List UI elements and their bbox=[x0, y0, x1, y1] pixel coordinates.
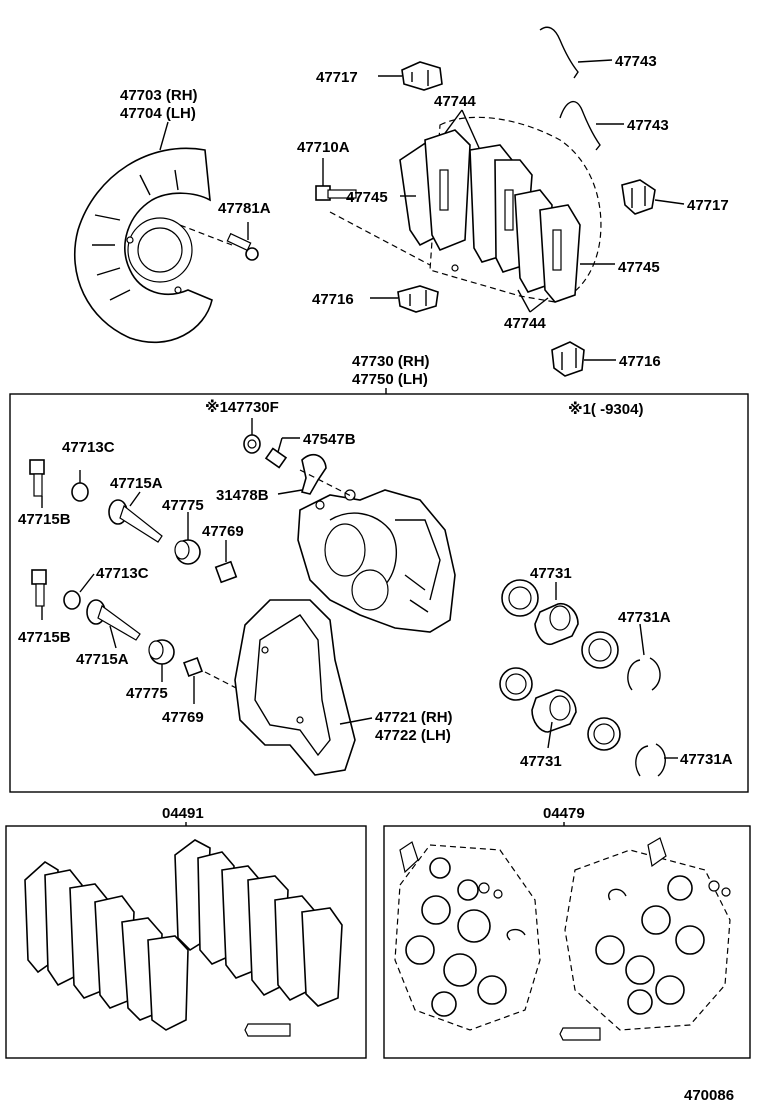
caliper-assembly-box bbox=[9, 393, 749, 793]
label-47731A-bottom: 47731A bbox=[680, 751, 733, 768]
leader-47721 bbox=[339, 717, 373, 725]
label-47703: 47703 (RH) bbox=[120, 87, 198, 104]
label-47769-top: 47769 bbox=[202, 523, 244, 540]
label-47717-right: 47717 bbox=[687, 197, 729, 214]
bolt-47781A bbox=[226, 232, 259, 261]
boot-47775-top bbox=[174, 539, 201, 565]
label-47731A-top: 47731A bbox=[618, 609, 671, 626]
label-47743-mid: 47743 bbox=[627, 117, 669, 134]
label-47750: 47750 (LH) bbox=[352, 371, 428, 388]
label-47710A: 47710A bbox=[297, 139, 350, 156]
bracket-31478B bbox=[301, 453, 327, 495]
label-47716-left: 47716 bbox=[312, 291, 354, 308]
seal-kit-04479 bbox=[394, 837, 731, 1041]
spring-47743-top bbox=[539, 26, 579, 79]
label-47730: 47730 (RH) bbox=[352, 353, 430, 370]
label-47721: 47721 (RH) bbox=[375, 709, 453, 726]
bolt-47710A bbox=[315, 185, 357, 201]
label-47731-top: 47731 bbox=[530, 565, 572, 582]
pad-kit-04491 bbox=[24, 839, 343, 1037]
label-47715B-bottom: 47715B bbox=[18, 629, 71, 646]
label-47744-top: 47744 bbox=[434, 93, 476, 110]
leader-47743-top bbox=[577, 59, 613, 63]
leader-47715A-bottom bbox=[109, 625, 117, 649]
kit-04479-box bbox=[383, 825, 751, 1059]
dust-shield bbox=[73, 147, 213, 344]
label-47731-bottom: 47731 bbox=[520, 753, 562, 770]
dash-bracket bbox=[299, 469, 356, 499]
washer-47713C-bottom bbox=[63, 590, 81, 610]
leader-47744-bottom-a bbox=[517, 289, 531, 313]
clip-47717-right bbox=[621, 179, 656, 215]
pad-marker bbox=[451, 264, 459, 272]
label-47715A-bottom: 47715A bbox=[76, 651, 129, 668]
clip-47717-top bbox=[401, 61, 443, 91]
label-47781A: 47781A bbox=[218, 200, 271, 217]
label-04479: 04479 bbox=[543, 805, 585, 822]
label-04491: 04491 bbox=[162, 805, 204, 822]
label-47547B: 47547B bbox=[303, 431, 356, 448]
cap-147730F bbox=[243, 434, 261, 454]
pad-area-outline bbox=[429, 116, 602, 303]
leader-47715A-top bbox=[129, 491, 141, 507]
caliper-mounting bbox=[234, 599, 356, 776]
boot-47775-bottom bbox=[148, 639, 175, 665]
label-47745-right: 47745 bbox=[618, 259, 660, 276]
label-47745-left: 47745 bbox=[346, 189, 388, 206]
leader-47717-right bbox=[654, 199, 685, 205]
leader-47731A-top bbox=[639, 623, 645, 656]
label-47713C-bottom: 47713C bbox=[96, 565, 149, 582]
washer-47713C-top bbox=[71, 482, 89, 502]
dash-bolt-caliper bbox=[329, 211, 431, 266]
bushing-47769-top bbox=[214, 560, 238, 584]
bolt-47715B-top bbox=[29, 459, 45, 497]
label-47722: 47722 (LH) bbox=[375, 727, 451, 744]
label-31478B: 31478B bbox=[216, 487, 269, 504]
figure-code: 470086 bbox=[684, 1087, 734, 1104]
piston-seals-bottom bbox=[499, 667, 666, 777]
label-47743-top: 47743 bbox=[615, 53, 657, 70]
leader-47547B-b bbox=[277, 437, 283, 453]
dash-pin-mount bbox=[204, 671, 241, 691]
leader-47713C-bottom bbox=[79, 573, 95, 593]
leader-47731-bottom bbox=[547, 721, 553, 749]
pin-47715A-top bbox=[108, 499, 163, 543]
piston-seals-top bbox=[501, 579, 661, 691]
label-47775-top: 47775 bbox=[162, 497, 204, 514]
bleeder-47547B bbox=[264, 447, 288, 469]
label-47744-bottom: 47744 bbox=[504, 315, 546, 332]
label-147730F: ※147730F bbox=[205, 398, 279, 416]
label-47775-bottom: 47775 bbox=[126, 685, 168, 702]
kit-04491-box bbox=[5, 825, 367, 1059]
note-1: ※1( -9304) bbox=[568, 400, 643, 418]
leader-31478B bbox=[277, 489, 303, 495]
leader-47744-bottom-b bbox=[529, 297, 549, 313]
bushing-47769-bottom bbox=[183, 657, 203, 677]
label-47715A-top: 47715A bbox=[110, 475, 163, 492]
label-47713C-top: 47713C bbox=[62, 439, 115, 456]
caliper-body bbox=[297, 489, 456, 633]
leader-47744-top-b bbox=[461, 109, 481, 151]
clip-47716-left bbox=[397, 285, 439, 313]
label-47715B-top: 47715B bbox=[18, 511, 71, 528]
pin-47715A-bottom bbox=[86, 599, 141, 641]
label-47717-top: 47717 bbox=[316, 69, 358, 86]
pad-set-top bbox=[399, 129, 581, 303]
label-47769-bottom: 47769 bbox=[162, 709, 204, 726]
bolt-47715B-bottom bbox=[31, 569, 47, 607]
spring-47743-mid bbox=[559, 100, 601, 151]
label-47704: 47704 (LH) bbox=[120, 105, 196, 122]
leader-47703 bbox=[159, 121, 169, 151]
label-47716-right: 47716 bbox=[619, 353, 661, 370]
clip-47716-right bbox=[551, 341, 585, 377]
